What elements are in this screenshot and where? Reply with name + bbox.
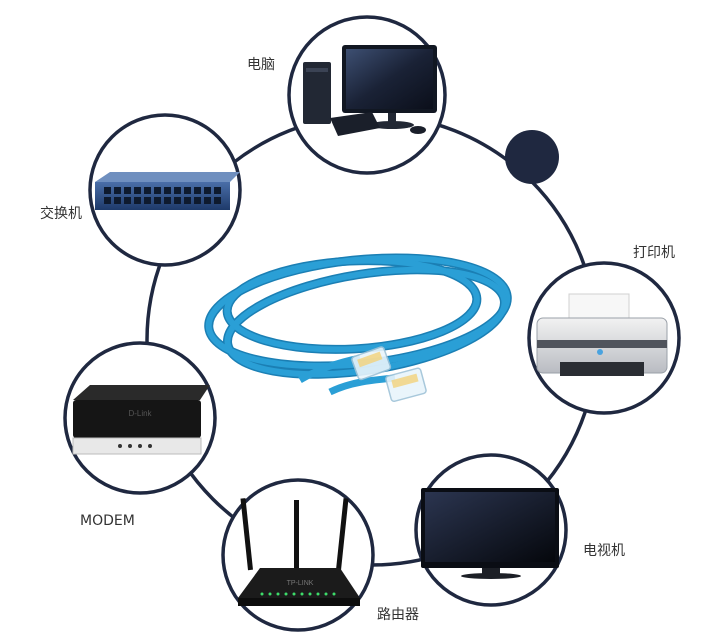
device-label-printer: 打印机 [633,245,675,261]
switch-port [184,187,191,194]
node-computer [287,15,447,175]
switch-port [164,197,171,204]
printer-icon [536,293,668,376]
switch-port [154,187,161,194]
ring-accent-dot [505,130,559,184]
switch-port [214,187,221,194]
switch-port [114,197,121,204]
router-led [284,592,288,596]
router-brand: TP-LINK [287,580,314,587]
node-modem: D-Link [63,341,217,495]
device-label-switch: 交换机 [40,206,82,222]
router-icon: TP-LINK [238,498,360,606]
switch-port [184,197,191,204]
router-led [332,592,336,596]
router-led [324,592,328,596]
switch-port [104,187,111,194]
router-led [308,592,312,596]
switch-port [204,197,211,204]
switch-port [214,197,221,204]
device-label-modem: MODEM [80,513,135,529]
switch-port [144,197,151,204]
switch-port [134,187,141,194]
switch-port [114,187,121,194]
device-label-tv: 电视机 [583,543,625,559]
network-switch-icon [95,172,240,210]
node-switch [88,113,242,267]
node-tv [414,453,568,607]
router-led [268,592,272,596]
router-led [260,592,264,596]
modem-icon: D-Link [72,385,210,455]
desktop-computer-icon [303,45,437,136]
switch-port [124,197,131,204]
router-led [316,592,320,596]
switch-port [174,187,181,194]
router-led [276,592,280,596]
switch-port [104,197,111,204]
node-printer [527,261,681,415]
switch-port [174,197,181,204]
switch-port [194,187,201,194]
switch-port [194,197,201,204]
modem-brand: D-Link [128,409,152,418]
switch-port [134,197,141,204]
device-label-computer: 电脑 [247,57,275,73]
switch-port [164,187,171,194]
television-icon [421,488,559,579]
device-label-router: 路由器 [377,607,419,623]
switch-port [204,187,211,194]
switch-port [154,197,161,204]
switch-port [124,187,131,194]
node-router: TP-LINK [221,478,375,632]
switch-port [144,187,151,194]
router-led [292,592,296,596]
router-led [300,592,304,596]
network-cable-icon [204,253,512,403]
